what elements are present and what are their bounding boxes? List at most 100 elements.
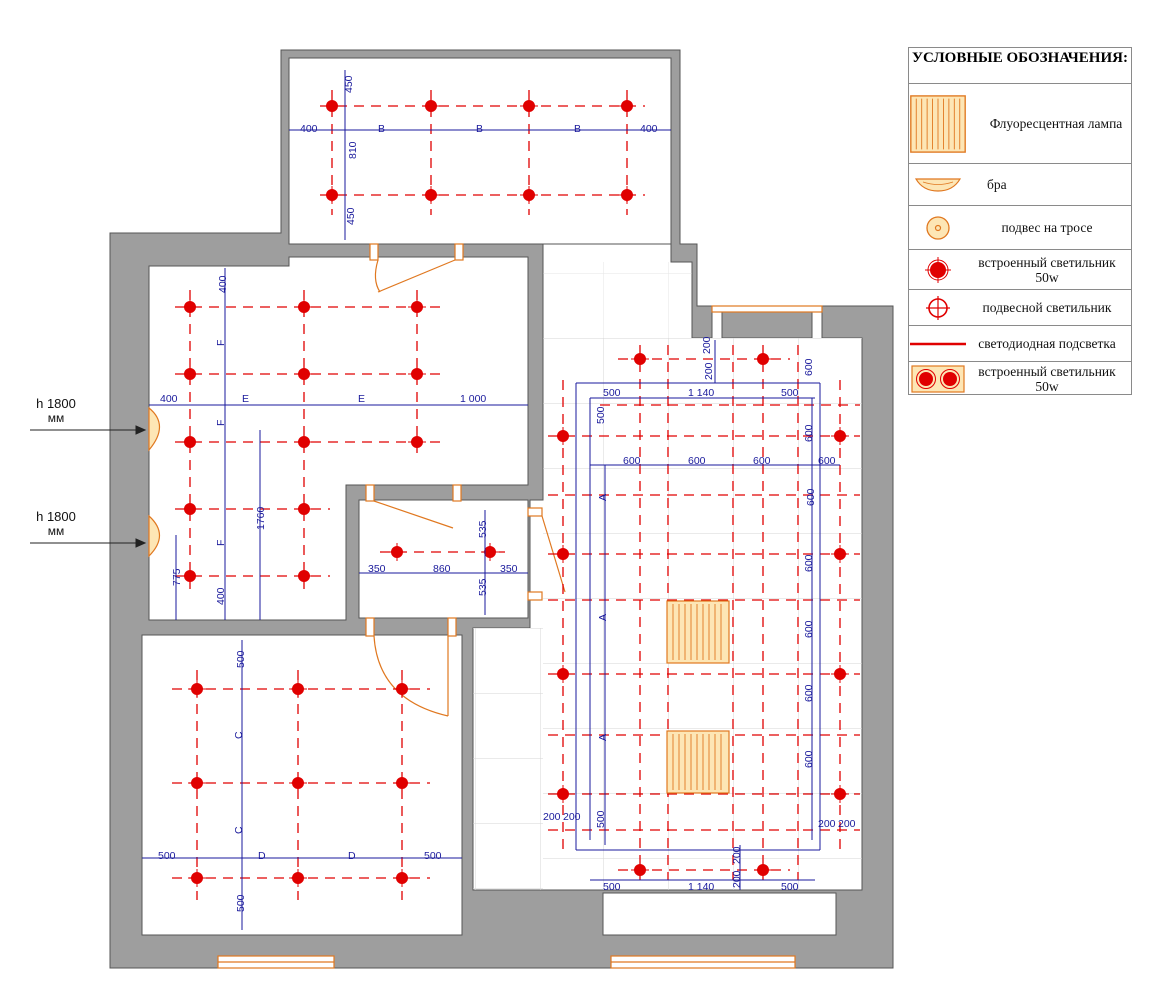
dim-text: 535 — [477, 520, 489, 538]
legend-item-recessed: встроенный светильник 50w — [909, 250, 1131, 290]
dim-text: 535 — [477, 578, 489, 596]
dim-text: C — [233, 731, 245, 739]
dim-text: B — [574, 123, 581, 135]
dim-text: 500 — [424, 850, 442, 862]
recessed-light-icon — [618, 97, 636, 115]
dim-text: 810 — [347, 141, 359, 159]
recessed-light-icon — [754, 350, 772, 368]
dim-text: F — [215, 540, 227, 546]
legend-item-fluorescent: Флуоресцентная лампа — [909, 84, 1131, 164]
dim-text: 775 — [171, 568, 183, 586]
dim-text: D — [258, 850, 266, 862]
dim-text: 400 — [215, 587, 227, 605]
dim-text: 500 — [595, 406, 607, 424]
dim-text: A — [597, 734, 609, 741]
dim-text: 500 — [595, 810, 607, 828]
recessed-light-icon — [631, 861, 649, 879]
dim-text: 400 — [300, 123, 318, 135]
legend-title: УСЛОВНЫЕ ОБОЗНАЧЕНИЯ: — [909, 48, 1131, 84]
dim-text: A — [597, 494, 609, 501]
recessed-light-icon — [295, 567, 313, 585]
dim-text: E — [242, 393, 249, 405]
dim-text: 200 — [818, 818, 836, 830]
legend-item-pendant: подвесной светильник — [909, 290, 1131, 326]
sconce-height-value: h 1800 — [36, 396, 76, 411]
recessed-light-icon — [188, 869, 206, 887]
dim-text: 200 — [543, 811, 561, 823]
dim-text: 200 — [731, 846, 743, 864]
dim-text: 860 — [433, 563, 451, 575]
recessed-light-icon — [323, 97, 341, 115]
dim-text: 400 — [640, 123, 658, 135]
recessed-light-icon — [295, 433, 313, 451]
tile-floor-lower — [473, 628, 543, 890]
recessed-light-icon — [181, 365, 199, 383]
recessed-light-icon — [618, 186, 636, 204]
pendant-light-icon — [909, 290, 967, 325]
legend-item-sconce: бра — [909, 164, 1131, 206]
dim-text: 600 — [803, 358, 815, 376]
recessed-light-icon — [289, 869, 307, 887]
dim-text: B — [476, 123, 483, 135]
dim-text: 350 — [368, 563, 386, 575]
dim-text: 600 — [753, 455, 771, 467]
dim-text: 450 — [345, 207, 357, 225]
recessed-light-icon — [554, 665, 572, 683]
legend-label: бра — [987, 177, 1007, 192]
recessed-light-icon — [481, 543, 499, 561]
legend-item-led: светодиодная подсветка — [909, 326, 1131, 362]
legend-label: подвес на тросе — [1001, 220, 1093, 235]
dim-text: 200 — [703, 362, 715, 380]
dim-text: 500 — [781, 881, 799, 893]
recessed-light-icon — [831, 785, 849, 803]
dim-text: 1 140 — [688, 387, 714, 399]
recessed-light-icon — [754, 861, 772, 879]
legend-label: Флуоресцентная лампа — [989, 116, 1123, 131]
recessed-light-icon — [631, 350, 649, 368]
dim-text: 200 — [731, 870, 743, 888]
recessed-light-icon — [295, 298, 313, 316]
dim-text: 500 — [235, 894, 247, 912]
dim-text: F — [215, 340, 227, 346]
recessed-light-icon — [188, 680, 206, 698]
dim-text: 600 — [803, 620, 815, 638]
cable-pendant-icon — [909, 206, 967, 249]
recessed-light-icon — [408, 298, 426, 316]
legend-label: встроенный светильник 50w — [978, 254, 1116, 285]
sconce-height-value: h 1800 — [36, 509, 76, 524]
dim-text: D — [348, 850, 356, 862]
fluorescent-lamp-icons — [666, 600, 730, 794]
dim-text: 500 — [235, 650, 247, 668]
recessed-light-icon — [393, 680, 411, 698]
dim-text: 600 — [803, 554, 815, 572]
sconce-height-label: h 1800 мм — [28, 396, 84, 425]
recessed-light-icon — [289, 680, 307, 698]
recessed-light-icon — [554, 427, 572, 445]
sconce-height-label: h 1800 мм — [28, 509, 84, 538]
dim-text: 450 — [343, 75, 355, 93]
recessed-light-icon — [831, 545, 849, 563]
fluorescent-lamp-icon — [909, 84, 967, 163]
sconce-icons — [148, 406, 161, 558]
recessed-light-icon — [323, 186, 341, 204]
recessed-light-icon — [289, 774, 307, 792]
dim-text: 1 140 — [688, 881, 714, 893]
recessed-light-icon — [554, 545, 572, 563]
sconce-arrows — [30, 425, 147, 548]
recessed-light-icon — [520, 186, 538, 204]
recessed-light-icon — [188, 774, 206, 792]
dim-text: 200 — [701, 336, 713, 354]
recessed-light-icon — [388, 543, 406, 561]
dim-text: 1760 — [255, 506, 267, 530]
dim-text: F — [215, 420, 227, 426]
recessed-light-icon — [422, 97, 440, 115]
dim-text: 500 — [603, 387, 621, 399]
recessed-light-icon — [831, 665, 849, 683]
dim-text: 500 — [781, 387, 799, 399]
dimension-text: 450 810 450 400 B B B 400 400 F F F 400 … — [158, 75, 856, 912]
dim-text: 500 — [158, 850, 176, 862]
recessed-light-icon — [408, 433, 426, 451]
dim-text: 200 — [563, 811, 581, 823]
dim-text: 600 — [688, 455, 706, 467]
